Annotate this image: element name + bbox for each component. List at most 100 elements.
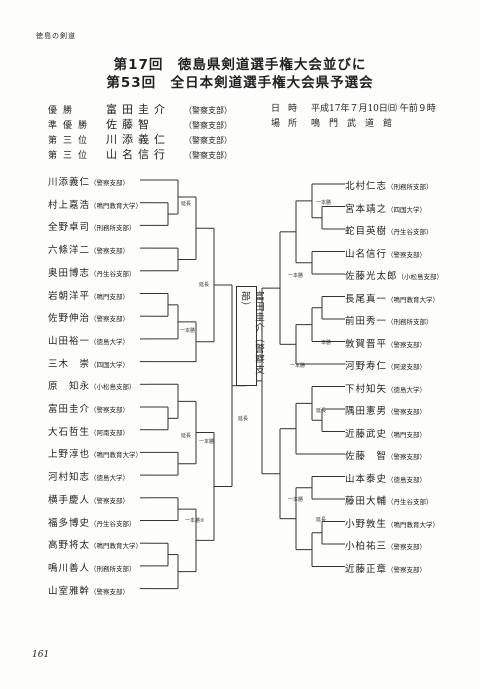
player-name: 敦賀晋平 bbox=[345, 338, 388, 350]
right-player: 前田秀一（刑務所支部） bbox=[345, 313, 433, 327]
right-player: 近藤武史（鳴門支部） bbox=[345, 426, 427, 440]
player-name: 藤田大輔 bbox=[345, 496, 388, 507]
player-affiliation: （阿波支部） bbox=[387, 363, 427, 371]
bout-mark: 一本勝② bbox=[185, 517, 205, 524]
player-affiliation: （警察支部） bbox=[387, 340, 427, 349]
info-place-value: 鳴 門 武 道 館 bbox=[311, 119, 393, 129]
bout-mark: 延長 bbox=[316, 407, 326, 414]
left-player: 全野卓司（刑務所支部） bbox=[48, 219, 136, 234]
player-affiliation: （鳴門教育大学） bbox=[90, 451, 143, 460]
player-name: 全野卓司 bbox=[48, 222, 91, 234]
player-name: 山本泰史 bbox=[345, 473, 388, 485]
player-name: 小柏祐三 bbox=[345, 541, 388, 552]
left-player: 大石哲生（阿南支部） bbox=[48, 424, 130, 438]
player-name: 佐野伸治 bbox=[48, 313, 91, 325]
player-name: 大石哲生 bbox=[48, 426, 91, 438]
left-player: 六條洋二（警察支部） bbox=[48, 242, 130, 257]
award-name: 佐藤智 bbox=[106, 118, 154, 131]
title-line-2: 第53回 全日本剣道選手権大会県予選会 bbox=[106, 75, 374, 91]
player-name: 上野淳也 bbox=[48, 449, 91, 461]
player-affiliation: （刑務所支部） bbox=[387, 318, 433, 326]
player-name: 佐藤 智 bbox=[345, 451, 388, 462]
player-affiliation: （四国大学） bbox=[90, 360, 130, 369]
award-affiliation: （警察支部） bbox=[184, 106, 232, 115]
bout-mark: 延長 bbox=[181, 432, 191, 439]
player-name: 佐藤光太郎 bbox=[345, 271, 398, 282]
right-player: 佐藤光太郎（小松島支部） bbox=[345, 268, 444, 282]
award-title: 優勝 bbox=[48, 106, 79, 116]
player-name: 前田秀一 bbox=[345, 316, 388, 327]
player-affiliation: （小松島支部） bbox=[397, 273, 444, 281]
info-place: 場所鳴 門 武 道 館 bbox=[271, 116, 392, 129]
right-player: 近藤正章（警察支部） bbox=[345, 561, 427, 575]
player-affiliation: （丹生谷支部） bbox=[387, 228, 433, 236]
player-affiliation: （鳴門教育大学） bbox=[387, 520, 440, 529]
left-player: 村上嘉浩（鳴門教育大学） bbox=[48, 197, 143, 211]
right-player: 山名信行（警察支部） bbox=[345, 246, 427, 260]
info-date-label: 日時 bbox=[271, 104, 306, 114]
player-name: 六條洋二 bbox=[48, 245, 91, 257]
left-player: 岩朝洋平（鳴門支部） bbox=[48, 288, 129, 302]
award-title: 第三位 bbox=[48, 136, 94, 146]
right-player: 北村仁志（刑務所支部） bbox=[345, 178, 433, 192]
player-affiliation: （丹生谷支部） bbox=[90, 269, 136, 278]
left-player: 富田圭介（警察支部） bbox=[48, 401, 130, 415]
page-header: 徳島の剣道 bbox=[36, 32, 76, 40]
award-affiliation: （警察支部） bbox=[184, 121, 232, 130]
right-player: 宮本靖之（四国大学） bbox=[345, 201, 427, 215]
right-player: 敦賀晋平（警察支部） bbox=[345, 336, 427, 350]
award-row: 第三位山名信行（警察支部） bbox=[48, 146, 232, 161]
player-affiliation: （警察支部） bbox=[387, 453, 427, 461]
left-player: 奥田博志（丹生谷支部） bbox=[48, 265, 136, 279]
left-player: 山田裕一（徳島大学） bbox=[48, 333, 129, 347]
award-name: 山名信行 bbox=[106, 148, 170, 161]
award-name: 富田圭介 bbox=[106, 103, 170, 116]
player-name: 山田裕一 bbox=[48, 335, 91, 347]
champion-box: 富田圭介（警察支部） bbox=[236, 286, 264, 386]
player-affiliation: （鳴門教育大学） bbox=[387, 295, 440, 304]
player-name: 村上嘉浩 bbox=[48, 199, 91, 211]
player-name: 近藤正章 bbox=[345, 563, 388, 575]
player-affiliation: （刑務所支部） bbox=[90, 564, 136, 573]
award-name: 川添義仁 bbox=[106, 133, 170, 146]
player-affiliation: （丹生谷支部） bbox=[90, 519, 136, 528]
player-affiliation: （鳴門教育大学） bbox=[90, 542, 143, 551]
info-place-label: 場所 bbox=[271, 119, 306, 129]
player-affiliation: （警察支部） bbox=[90, 406, 130, 414]
right-player: 蛇目英樹（丹生谷支部） bbox=[345, 223, 433, 237]
bout-mark: 一本勝 bbox=[290, 362, 305, 369]
left-player: 川添義仁（警察支部） bbox=[48, 174, 129, 188]
player-affiliation: （鳴門支部） bbox=[387, 430, 427, 439]
right-player: 小柏祐三（警察支部） bbox=[345, 538, 427, 552]
right-player: 隅田憲男（警察支部） bbox=[345, 403, 426, 417]
player-affiliation: （四国大学） bbox=[387, 205, 427, 214]
player-name: 近藤武史 bbox=[345, 428, 388, 440]
player-affiliation: （警察支部） bbox=[387, 543, 427, 551]
right-player: 山本泰史（徳島支部） bbox=[345, 471, 427, 485]
player-name: 河村知志 bbox=[48, 472, 91, 484]
right-player: 河野寿仁（阿波支部） bbox=[345, 358, 427, 372]
player-name: 奥田博志 bbox=[48, 267, 91, 279]
bout-mark: 延長 bbox=[199, 281, 209, 288]
player-affiliation: （警察支部） bbox=[90, 315, 130, 324]
player-name: 高野将太 bbox=[48, 540, 91, 552]
right-player: 下村知矢（徳島大学） bbox=[345, 381, 426, 395]
player-affiliation: （警察支部） bbox=[90, 496, 130, 505]
left-player: 福多博史（丹生谷支部） bbox=[48, 515, 136, 529]
player-name: 横手慶人 bbox=[48, 494, 91, 506]
champion-name: 富田圭介（警察支部） bbox=[239, 291, 264, 375]
player-affiliation: （徳島支部） bbox=[387, 475, 427, 484]
player-name: 下村知矢 bbox=[345, 383, 388, 395]
award-title: 準優勝 bbox=[48, 121, 94, 131]
player-name: 岩朝洋平 bbox=[48, 290, 91, 302]
player-affiliation: （警察支部） bbox=[387, 565, 427, 574]
award-affiliation: （警察支部） bbox=[184, 136, 232, 145]
player-affiliation: （鳴門教育大学） bbox=[90, 201, 143, 210]
bout-mark: 延長 bbox=[238, 415, 248, 422]
player-name: 三木 崇 bbox=[48, 358, 91, 370]
player-affiliation: （警察支部） bbox=[90, 247, 130, 256]
player-affiliation: （阿南支部） bbox=[90, 428, 130, 437]
player-affiliation: （警察支部） bbox=[387, 250, 427, 259]
left-player: 山室雅幹（警察支部） bbox=[48, 583, 129, 597]
